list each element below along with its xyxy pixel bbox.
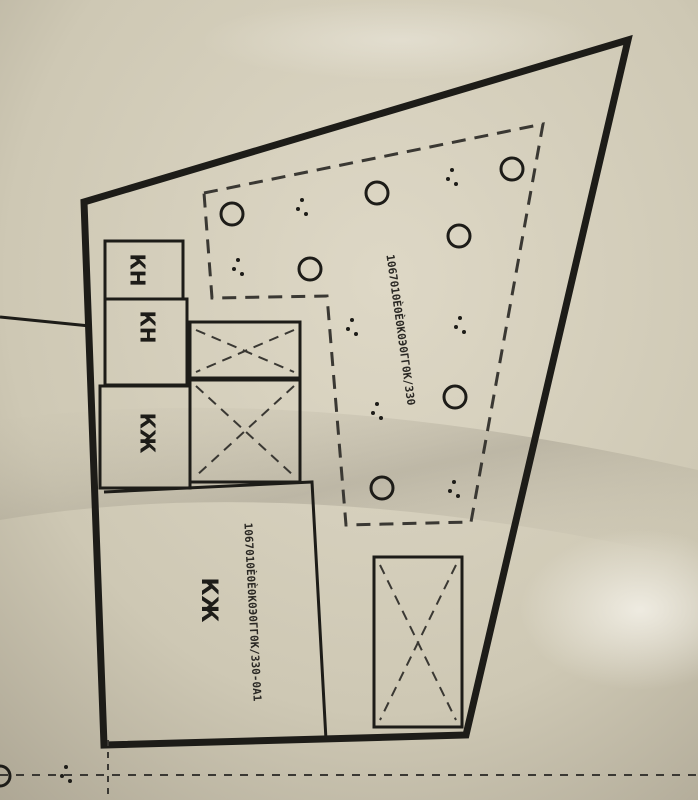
light-glare-top xyxy=(200,0,600,80)
point-marker xyxy=(232,258,244,276)
room-label-kzh-large: КЖ xyxy=(196,578,221,623)
point-markers xyxy=(60,168,466,783)
shaft-lower xyxy=(372,555,464,729)
room-label-kn-top: КН xyxy=(126,253,150,286)
column-circle xyxy=(446,223,472,249)
point-marker xyxy=(371,402,383,420)
adjoining-wall xyxy=(0,315,91,328)
building-outline xyxy=(80,34,633,749)
column-circle xyxy=(369,475,395,501)
point-marker xyxy=(346,318,358,336)
column-circle xyxy=(219,201,245,227)
light-glare xyxy=(520,530,698,690)
column-circles xyxy=(0,156,525,788)
shaft-x-marks xyxy=(195,329,457,721)
column-circle xyxy=(364,180,390,206)
dashed-zone-boundary xyxy=(202,122,545,527)
column-circle xyxy=(297,256,323,282)
shaft-upper xyxy=(188,320,302,382)
interior-walls xyxy=(98,239,464,741)
paper-fold-shadow xyxy=(0,407,698,560)
shaft-middle xyxy=(188,376,302,484)
point-marker xyxy=(60,765,72,783)
room-label-kn-bottom: КН xyxy=(136,310,160,343)
point-marker xyxy=(446,168,458,186)
point-marker xyxy=(296,198,308,216)
column-circle xyxy=(0,764,12,788)
room-kzh-large-wall xyxy=(103,480,328,741)
column-circle xyxy=(442,384,468,410)
room-label-kzh-small: КЖ xyxy=(136,413,160,454)
point-marker xyxy=(454,316,466,334)
point-marker xyxy=(448,480,460,498)
column-circle xyxy=(499,156,525,182)
